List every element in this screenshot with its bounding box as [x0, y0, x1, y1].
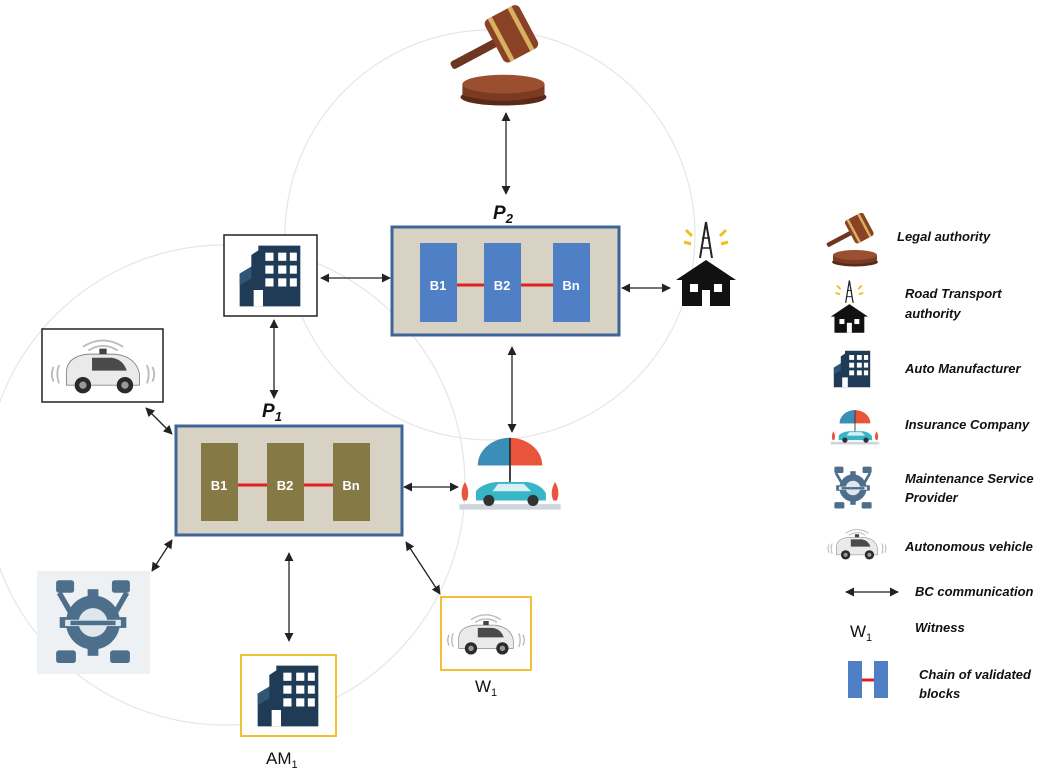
legend-road-transport-line2: authority: [905, 306, 961, 321]
insurance-node: [458, 436, 562, 511]
p1-block-1-label: B1: [211, 478, 228, 493]
arrow-p1-maintenance: [151, 539, 173, 572]
legend-bc-communication: BC communication: [915, 584, 1034, 599]
gavel-icon: [820, 213, 878, 267]
p2-block-2-label: B2: [494, 278, 511, 293]
road-transport-node: [674, 220, 738, 308]
autonomous-car-icon: [827, 528, 887, 561]
gear-pistons-icon: [834, 466, 872, 509]
legend-road-transport-line1: Road Transport: [905, 286, 1002, 301]
umbrella-car-icon: [458, 436, 562, 511]
p2-block-n-label: Bn: [562, 278, 579, 293]
auto-manufacturer-node: [223, 234, 318, 317]
legend-maintenance-line2: Provider: [905, 490, 959, 505]
bc-communication-arrows: [145, 112, 671, 642]
chain-blocks-icon: [848, 661, 888, 698]
legend-witness-symbol: W1: [850, 622, 872, 644]
p1-label: P1: [262, 401, 282, 424]
umbrella-car-icon: [830, 409, 880, 445]
building-icon: [833, 350, 871, 388]
p2-block-n: [553, 243, 590, 322]
arrow-p1-witness: [405, 541, 441, 595]
p2-block-1-label: B1: [430, 278, 447, 293]
witness-node: [440, 596, 532, 671]
legend-maintenance-line1: Maintenance Service: [905, 471, 1034, 486]
gavel-icon: [440, 4, 547, 106]
p1-block-2: [267, 443, 304, 521]
legal-authority-node: [440, 4, 547, 106]
house-tower-icon: [829, 279, 869, 334]
p1-block-1: [201, 443, 238, 521]
legend-chain-line2: blocks: [919, 686, 960, 701]
legend-witness: Witness: [915, 620, 965, 635]
p1-block-2-label: B2: [277, 478, 294, 493]
am1-label: AM1: [266, 749, 298, 771]
legend: Legal authority Road Transport authority…: [820, 213, 1034, 701]
legend-legal-authority: Legal authority: [897, 229, 991, 244]
legend-chain-line1: Chain of validated: [919, 667, 1032, 682]
p2-label: P2: [493, 203, 514, 226]
p2-block-1: [420, 243, 457, 322]
p1-block-n-label: Bn: [342, 478, 359, 493]
arrow-vehicle-p1: [145, 407, 173, 435]
gear-pistons-icon: [56, 580, 130, 663]
w1-label: W1: [475, 677, 497, 699]
legend-auto-manufacturer: Auto Manufacturer: [904, 361, 1022, 376]
maintenance-node: [37, 571, 150, 674]
vehicle-node-top: [41, 328, 164, 403]
p1-chain-box: B1 B2 Bn: [174, 424, 404, 537]
p1-block-n: [333, 443, 370, 521]
p2-chain-box: B1 B2 Bn: [390, 225, 621, 337]
p2-block-2: [484, 243, 521, 322]
house-tower-icon: [674, 220, 738, 308]
legend-insurance-company: Insurance Company: [905, 417, 1030, 432]
manufacturer-am1-node: [240, 654, 337, 737]
legend-autonomous-vehicle: Autonomous vehicle: [904, 539, 1033, 554]
